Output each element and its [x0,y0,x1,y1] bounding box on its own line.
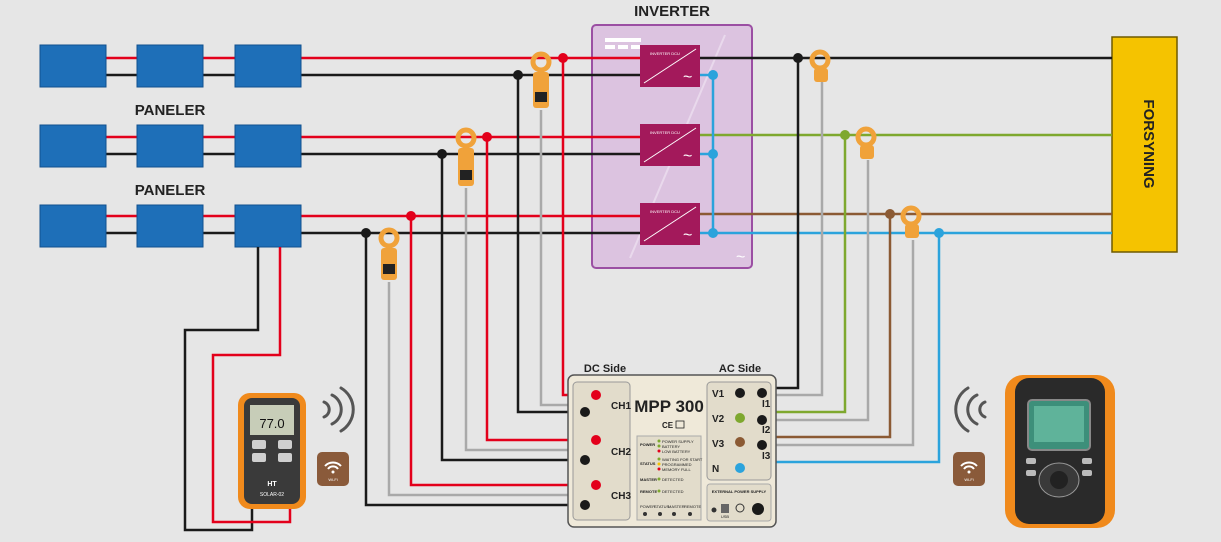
grid-label: FORSYNING [1140,99,1157,188]
inverter-vent-marks [605,38,641,49]
dc-leads-ch3 [364,216,596,507]
svg-text:~: ~ [683,227,692,244]
svg-text:POWER SUPPLY: POWER SUPPLY [662,439,694,444]
svg-text:MEMORY FULL: MEMORY FULL [662,467,692,472]
power-button-icon[interactable] [735,503,745,513]
ce-mark: CE [662,421,674,430]
svg-text:Wi-Fi: Wi-Fi [964,477,973,482]
svg-text:BATTERY: BATTERY [662,444,680,449]
svg-text:POWER: POWER [640,442,655,447]
solar02-leads [183,247,292,532]
n-label: N [712,464,719,475]
inverter-label: INVERTER [634,3,710,20]
ch1-label: CH1 [611,401,631,412]
dc-clamp-3 [378,227,400,280]
svg-text:LOW BATTERY: LOW BATTERY [662,449,691,454]
string-2-wires [40,135,640,156]
dc-terminal-ch2: CH2 [580,435,631,465]
solar02-model: SOLAR-02 [260,492,284,498]
pv-panel-row-3 [39,204,302,248]
v1-label: V1 [712,389,725,400]
dc-terminal-panel [572,381,631,521]
device-name: MPP 300 [634,397,704,416]
solar02-reading: 77.0 [259,416,284,431]
dc-side-label: DC Side [584,363,626,375]
dc-terminal-ch1: CH1 [580,390,631,417]
svg-text:REMOTE: REMOTE [640,489,657,494]
ac-clamp-1 [809,49,831,82]
svg-text:PROGRAMMED: PROGRAMMED [662,462,692,467]
svg-text:POWER: POWER [640,504,655,509]
status-panel-text: POWER POWER SUPPLY BATTERY LOW BATTERY S… [640,439,703,509]
dc-terminal-ch3: CH3 [580,480,631,510]
ac-terminal-panel [706,381,772,481]
ac-clamp-2 [855,126,877,159]
svg-text:INVERTER DCU: INVERTER DCU [650,51,680,56]
ch2-label: CH2 [611,447,631,458]
svg-text:~: ~ [683,148,692,165]
svg-text:MASTER: MASTER [668,504,685,509]
svg-text:WAITING FOR START: WAITING FOR START [662,457,703,462]
supply-connector[interactable] [752,503,764,515]
dc-leads-ch1 [516,58,596,414]
dc-clamp-1 [530,51,552,108]
i2-label: I2 [762,425,771,436]
svg-text:REMOTE: REMOTE [684,504,701,509]
svg-text:INVERTER DCU: INVERTER DCU [650,130,680,135]
ac-side-label: AC Side [719,363,761,375]
dc-leads-ch2 [440,137,596,462]
wifi-signal-icon-left [322,386,355,433]
pv-panel-row-1 [39,44,302,88]
panel-group-label-1: PANELER [135,102,206,119]
inverter-module-2: INVERTER DCU ~ [640,124,700,166]
ac-terminals: V1 I1 V2 I2 V3 I3 N [712,388,771,475]
junction-dots [361,53,944,238]
solar02-screen [250,405,294,435]
remote-meter-buttons[interactable] [1026,458,1092,476]
svg-text:Wi-Fi: Wi-Fi [328,477,337,482]
ac-wave-symbol: ~ [736,249,745,266]
inverter-module-1: INVERTER DCU ~ [640,45,700,87]
i1-label: I1 [762,399,771,410]
class-ii-icon [675,420,685,429]
v3-label: V3 [712,439,725,450]
svg-text:STATUS: STATUS [654,504,670,509]
i3-label: I3 [762,451,771,462]
status-panel [636,435,702,521]
grid-supply-box [1111,36,1178,253]
supply-led [711,507,717,513]
usb-port[interactable] [721,504,729,513]
ac-output-wires [700,56,1112,235]
remote-meter [1005,375,1115,528]
ac-clamp-3 [900,205,922,238]
dc-clamp-2 [455,127,477,186]
wifi-signal-icon-right [954,386,987,433]
svg-text:DETECTED: DETECTED [662,489,684,494]
external-supply-label: EXTERNAL POWER SUPPLY [712,489,767,494]
solar02-keypad[interactable] [252,440,292,462]
wifi-badge-right: Wi-Fi [953,452,985,486]
solar02-meter: 77.0 HT SOLAR-02 [238,393,306,509]
pv-panel-row-2 [39,124,302,168]
solar02-brand: HT [267,481,277,488]
ch3-label: CH3 [611,491,631,502]
svg-text:STATUS: STATUS [640,461,656,466]
svg-text:INVERTER DCU: INVERTER DCU [650,209,680,214]
inverter-module-3: INVERTER DCU ~ [640,203,700,245]
panel-group-label-2: PANELER [135,182,206,199]
usb-label: USB [721,514,730,519]
wifi-badge-left: Wi-Fi [317,452,349,486]
string-3-wires [40,214,640,235]
svg-text:MASTER: MASTER [640,477,657,482]
svg-text:~: ~ [683,69,692,86]
status-panel-buttons[interactable] [643,512,692,516]
svg-text:DETECTED: DETECTED [662,477,684,482]
v2-label: V2 [712,414,725,425]
